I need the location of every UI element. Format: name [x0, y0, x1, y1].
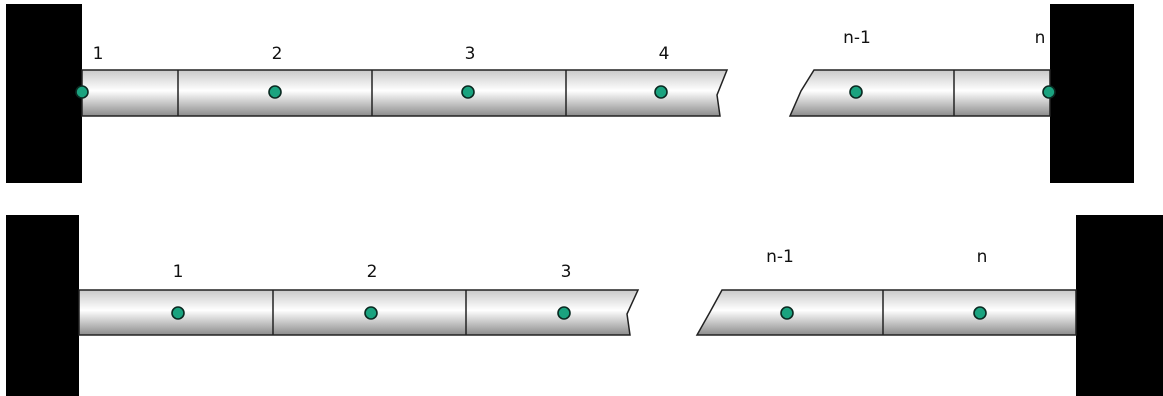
node-label-2: 2 [272, 44, 283, 64]
left-wall-support [6, 4, 82, 183]
beam-left-segment [78, 289, 640, 336]
node-point [557, 306, 571, 320]
node-point [654, 85, 668, 99]
node-label-4: 4 [659, 44, 670, 64]
node-label-1: 1 [93, 44, 104, 64]
right-wall-support [1076, 215, 1163, 396]
node-point [780, 306, 794, 320]
node-label-n-minus-1: n-1 [766, 247, 794, 267]
beam-right-segment [788, 69, 1051, 117]
node-point [1042, 85, 1056, 99]
node-label-n: n [977, 247, 988, 267]
node-point [75, 85, 89, 99]
node-point [268, 85, 282, 99]
node-point [461, 85, 475, 99]
node-point [364, 306, 378, 320]
left-wall-support [6, 215, 79, 396]
node-point [849, 85, 863, 99]
beam-right-segment [695, 289, 1077, 336]
node-point [973, 306, 987, 320]
right-wall-support [1050, 4, 1134, 183]
node-label-n: n [1035, 28, 1046, 48]
node-label-2: 2 [367, 262, 378, 282]
beam-b: 1 2 3 n-1 n [6, 215, 1163, 396]
node-label-1: 1 [173, 262, 184, 282]
node-label-3: 3 [465, 44, 476, 64]
beam-a: 1 2 3 4 n-1 n [6, 4, 1134, 183]
node-label-3: 3 [561, 262, 572, 282]
node-point [171, 306, 185, 320]
node-label-n-minus-1: n-1 [843, 28, 871, 48]
